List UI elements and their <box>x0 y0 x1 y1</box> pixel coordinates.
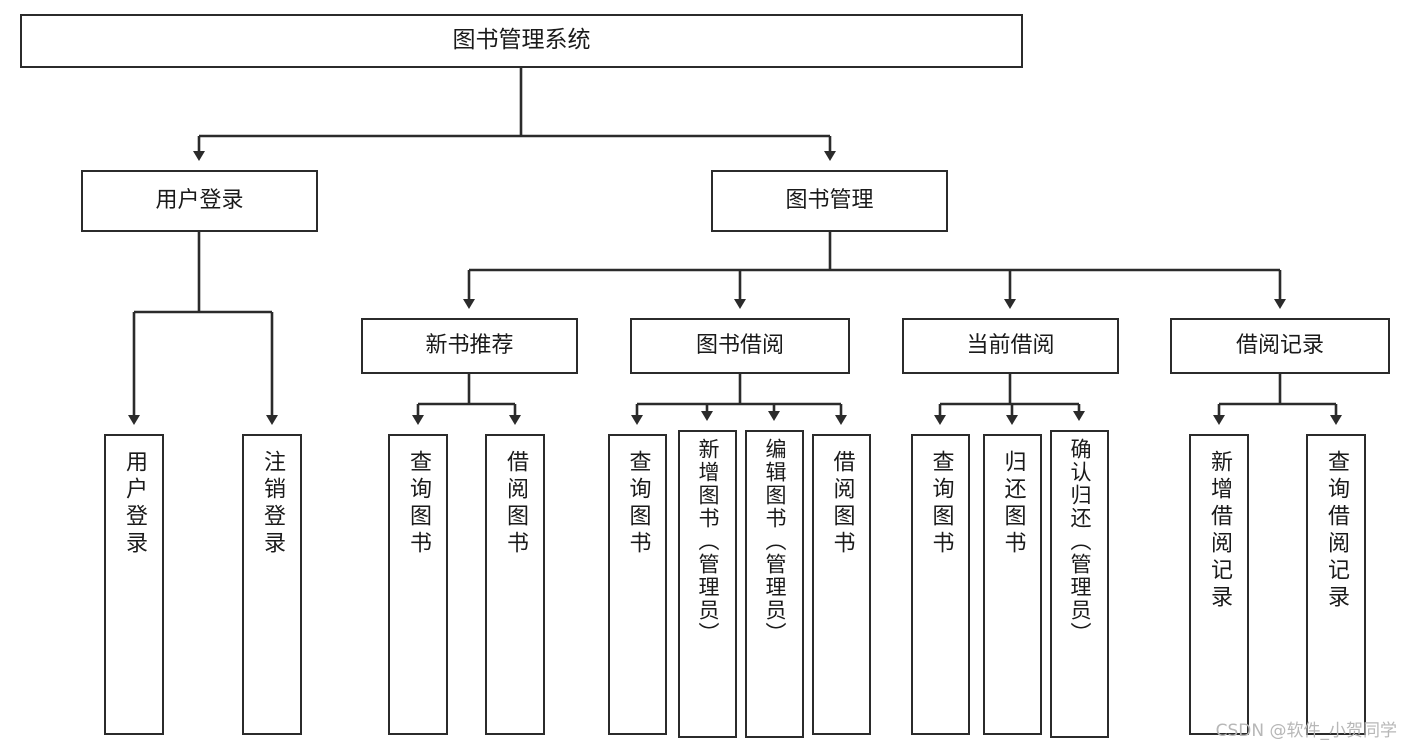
node-current-borrow-label: 当前借阅 <box>966 333 1055 359</box>
node-leaf-borrow-book[interactable]: 借阅图书 <box>812 434 871 735</box>
node-current-borrow[interactable]: 当前借阅 <box>902 318 1119 374</box>
node-leaf-user-login[interactable]: 用户登录 <box>104 434 164 735</box>
watermark-text: CSDN @软件_小贺同学 <box>1215 721 1397 741</box>
node-leaf-logout-label: 注销登录 <box>260 450 285 558</box>
node-book-manage[interactable]: 图书管理 <box>711 170 948 232</box>
node-leaf-query-record[interactable]: 查询借阅记录 <box>1306 434 1366 735</box>
node-leaf-confirm-return-label: 确认归还（管理员） <box>1068 438 1092 645</box>
node-leaf-add-book[interactable]: 新增图书（管理员） <box>678 430 737 738</box>
node-leaf-query-book-borrow[interactable]: 查询图书 <box>608 434 667 735</box>
node-leaf-return-book-label: 归还图书 <box>1000 450 1026 558</box>
node-leaf-borrow-book-label: 借阅图书 <box>829 450 855 558</box>
node-new-book-rec[interactable]: 新书推荐 <box>361 318 578 374</box>
node-user-login-label: 用户登录 <box>155 188 244 214</box>
node-leaf-add-record[interactable]: 新增借阅记录 <box>1189 434 1249 735</box>
node-leaf-add-book-label: 新增图书（管理员） <box>696 438 720 645</box>
node-leaf-borrow-book-rec[interactable]: 借阅图书 <box>485 434 545 735</box>
node-book-manage-label: 图书管理 <box>785 188 874 214</box>
node-borrow-record[interactable]: 借阅记录 <box>1170 318 1390 374</box>
node-leaf-query-book-cur-label: 查询图书 <box>928 450 954 558</box>
node-root-label: 图书管理系统 <box>452 27 591 54</box>
node-leaf-confirm-return[interactable]: 确认归还（管理员） <box>1050 430 1109 738</box>
node-leaf-query-record-label: 查询借阅记录 <box>1324 450 1349 612</box>
node-leaf-edit-book-label: 编辑图书（管理员） <box>763 438 787 645</box>
node-leaf-edit-book[interactable]: 编辑图书（管理员） <box>745 430 804 738</box>
node-book-borrow[interactable]: 图书借阅 <box>630 318 850 374</box>
node-book-borrow-label: 图书借阅 <box>695 333 784 359</box>
node-leaf-add-record-label: 新增借阅记录 <box>1207 450 1232 612</box>
node-root[interactable]: 图书管理系统 <box>20 14 1023 68</box>
node-leaf-query-book-rec-label: 查询图书 <box>406 450 431 558</box>
node-leaf-query-book-borrow-label: 查询图书 <box>625 450 651 558</box>
node-leaf-user-login-label: 用户登录 <box>122 450 147 558</box>
node-user-login[interactable]: 用户登录 <box>81 170 318 232</box>
node-new-book-rec-label: 新书推荐 <box>425 333 514 359</box>
node-leaf-borrow-book-rec-label: 借阅图书 <box>503 450 528 558</box>
node-leaf-return-book[interactable]: 归还图书 <box>983 434 1042 735</box>
node-leaf-query-book-cur[interactable]: 查询图书 <box>911 434 970 735</box>
node-leaf-query-book-rec[interactable]: 查询图书 <box>388 434 448 735</box>
node-leaf-logout[interactable]: 注销登录 <box>242 434 302 735</box>
node-borrow-record-label: 借阅记录 <box>1235 333 1324 359</box>
